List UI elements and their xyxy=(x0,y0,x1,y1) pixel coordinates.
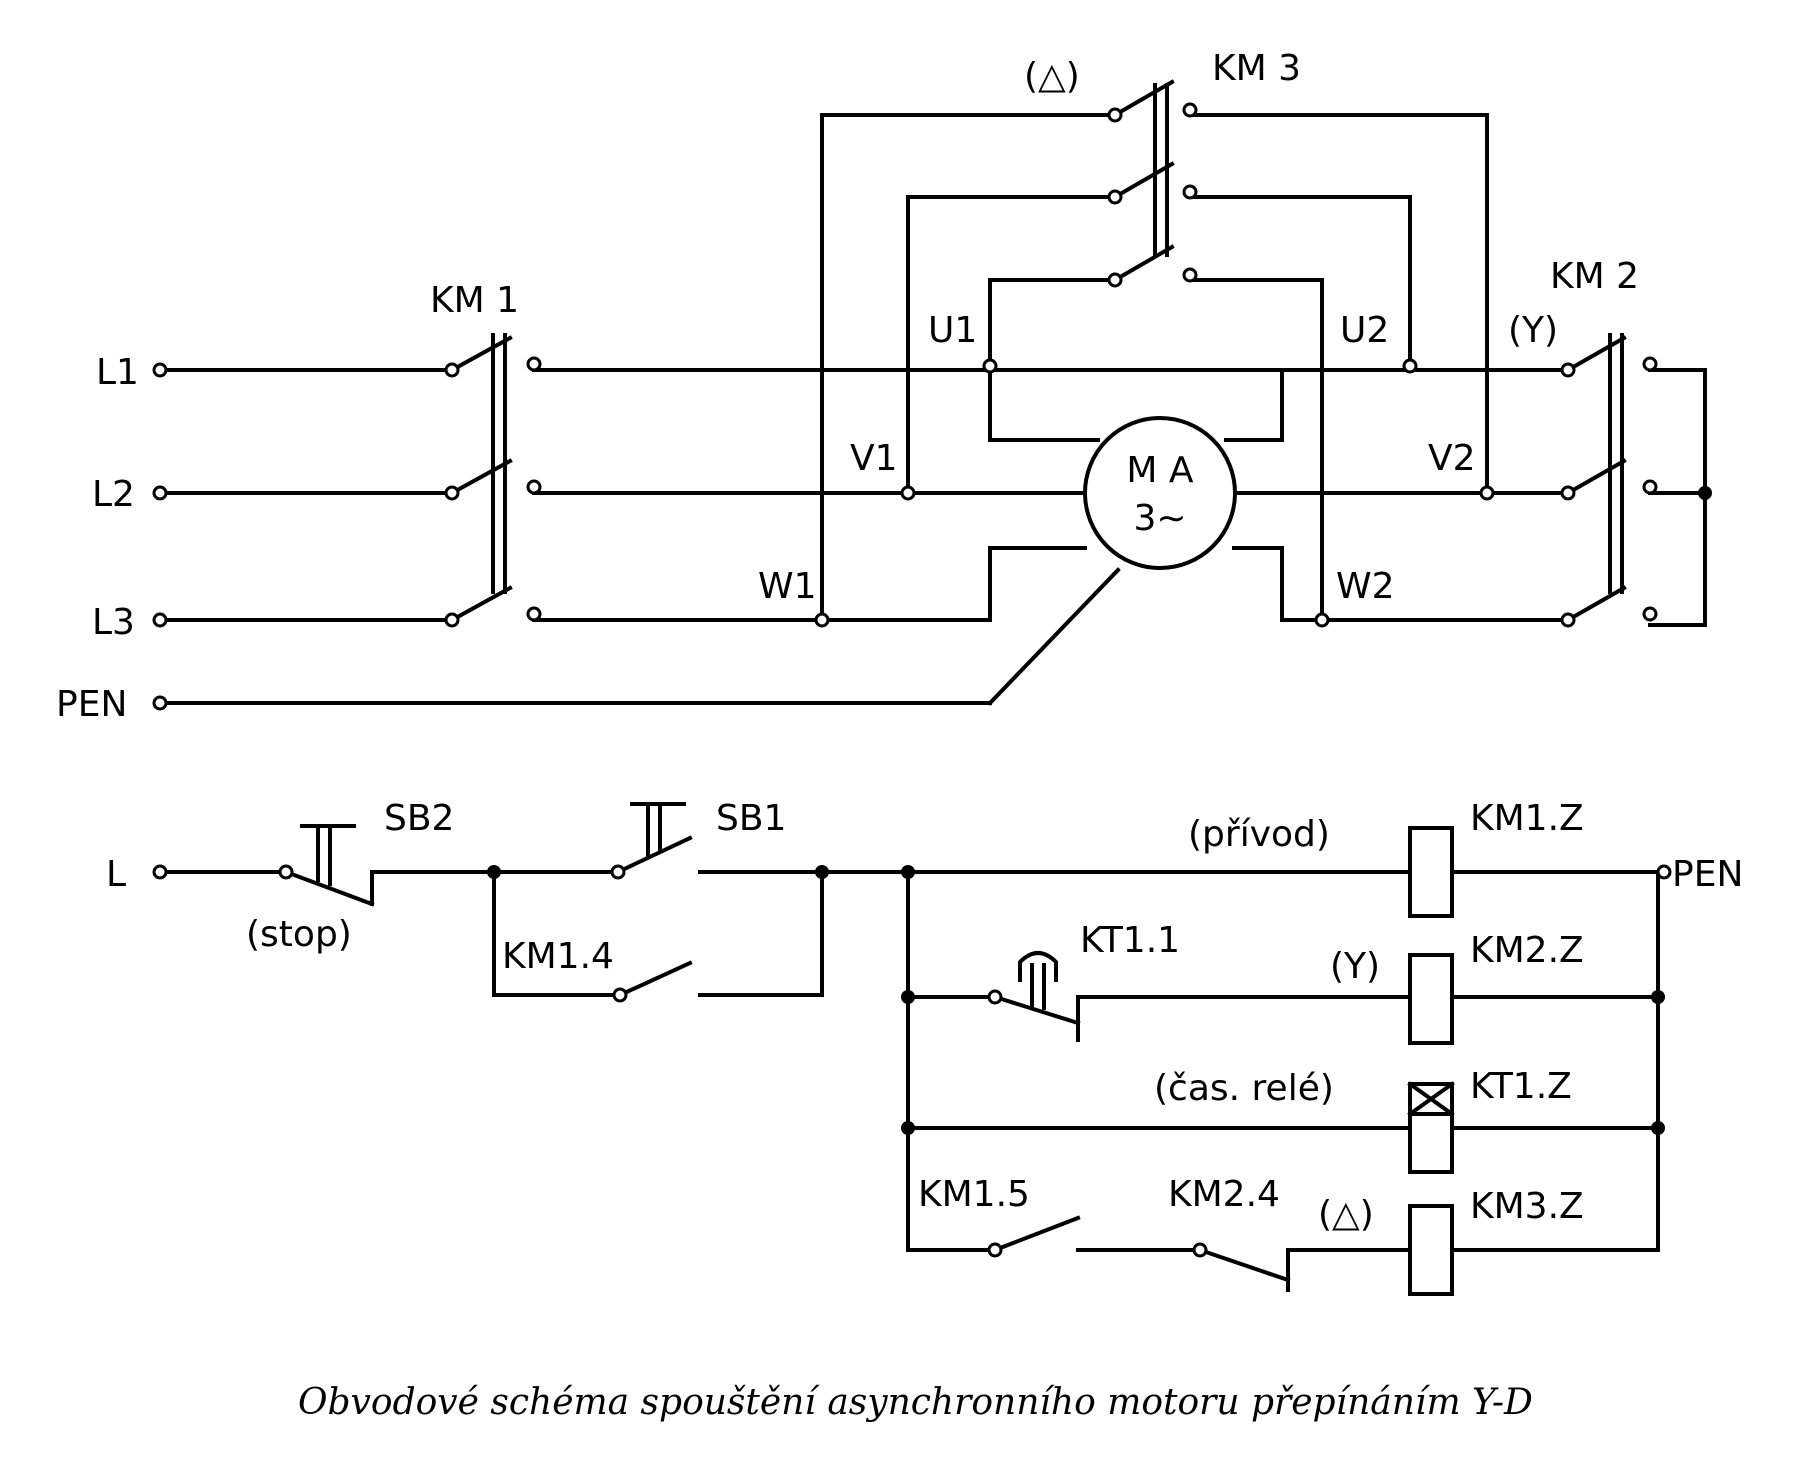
label-u2: U2 xyxy=(1340,310,1389,351)
label-l1: L1 xyxy=(96,352,139,393)
label-km2-4: KM2.4 xyxy=(1168,1174,1280,1215)
figure-caption: Obvodové schéma spouštění asynchronního … xyxy=(298,1382,1533,1423)
label-kt1-z: KT1.Z xyxy=(1470,1066,1572,1107)
line-l2 xyxy=(164,458,1705,496)
label-u1: U1 xyxy=(928,310,977,351)
label-km1-z: KM1.Z xyxy=(1470,798,1584,839)
label-pen-top: PEN xyxy=(56,684,127,725)
label-km2: KM 2 xyxy=(1550,256,1639,297)
line-l1 xyxy=(164,335,1707,373)
label-y-top: (Y) xyxy=(1508,310,1558,351)
label-y-ctrl: (Y) xyxy=(1330,946,1380,987)
label-w1: W1 xyxy=(758,566,817,607)
label-w2: W2 xyxy=(1336,566,1395,607)
motor-label-bottom: 3∼ xyxy=(1133,498,1186,539)
label-km1: KM 1 xyxy=(430,280,519,321)
label-v2: V2 xyxy=(1428,438,1476,479)
label-l3: L3 xyxy=(92,602,135,643)
label-sb2: SB2 xyxy=(384,798,454,839)
label-km2-z: KM2.Z xyxy=(1470,930,1584,971)
label-km1-4: KM1.4 xyxy=(502,936,614,977)
label-km3: KM 3 xyxy=(1212,48,1301,89)
label-km3-z: KM3.Z xyxy=(1470,1186,1584,1227)
label-l2: L2 xyxy=(92,474,135,515)
label-delta-ctrl: (△) xyxy=(1318,1194,1374,1235)
control-circuit: L SB2 (stop) SB1 KM1.4 (přívod) KM1.Z PE… xyxy=(106,798,1743,1296)
label-cas-rele: (čas. relé) xyxy=(1154,1068,1334,1109)
label-l-ctrl: L xyxy=(106,854,126,895)
label-pen-ctrl: PEN xyxy=(1672,854,1743,895)
line-l3 xyxy=(164,546,1627,623)
label-sb1: SB1 xyxy=(716,798,786,839)
motor-label-top: M A xyxy=(1126,450,1194,491)
line-pen xyxy=(164,567,1121,706)
terminals xyxy=(152,102,1658,711)
label-privod: (přívod) xyxy=(1188,814,1330,855)
motor: M A 3∼ xyxy=(1083,416,1237,570)
label-delta-top: (△) xyxy=(1024,56,1080,97)
power-circuit: M A 3∼ KM 1 KM 3 (△) xyxy=(56,48,1712,725)
label-kt1-1: KT1.1 xyxy=(1080,920,1180,961)
label-stop: (stop) xyxy=(246,914,352,955)
label-v1: V1 xyxy=(850,438,898,479)
label-km1-5: KM1.5 xyxy=(918,1174,1030,1215)
